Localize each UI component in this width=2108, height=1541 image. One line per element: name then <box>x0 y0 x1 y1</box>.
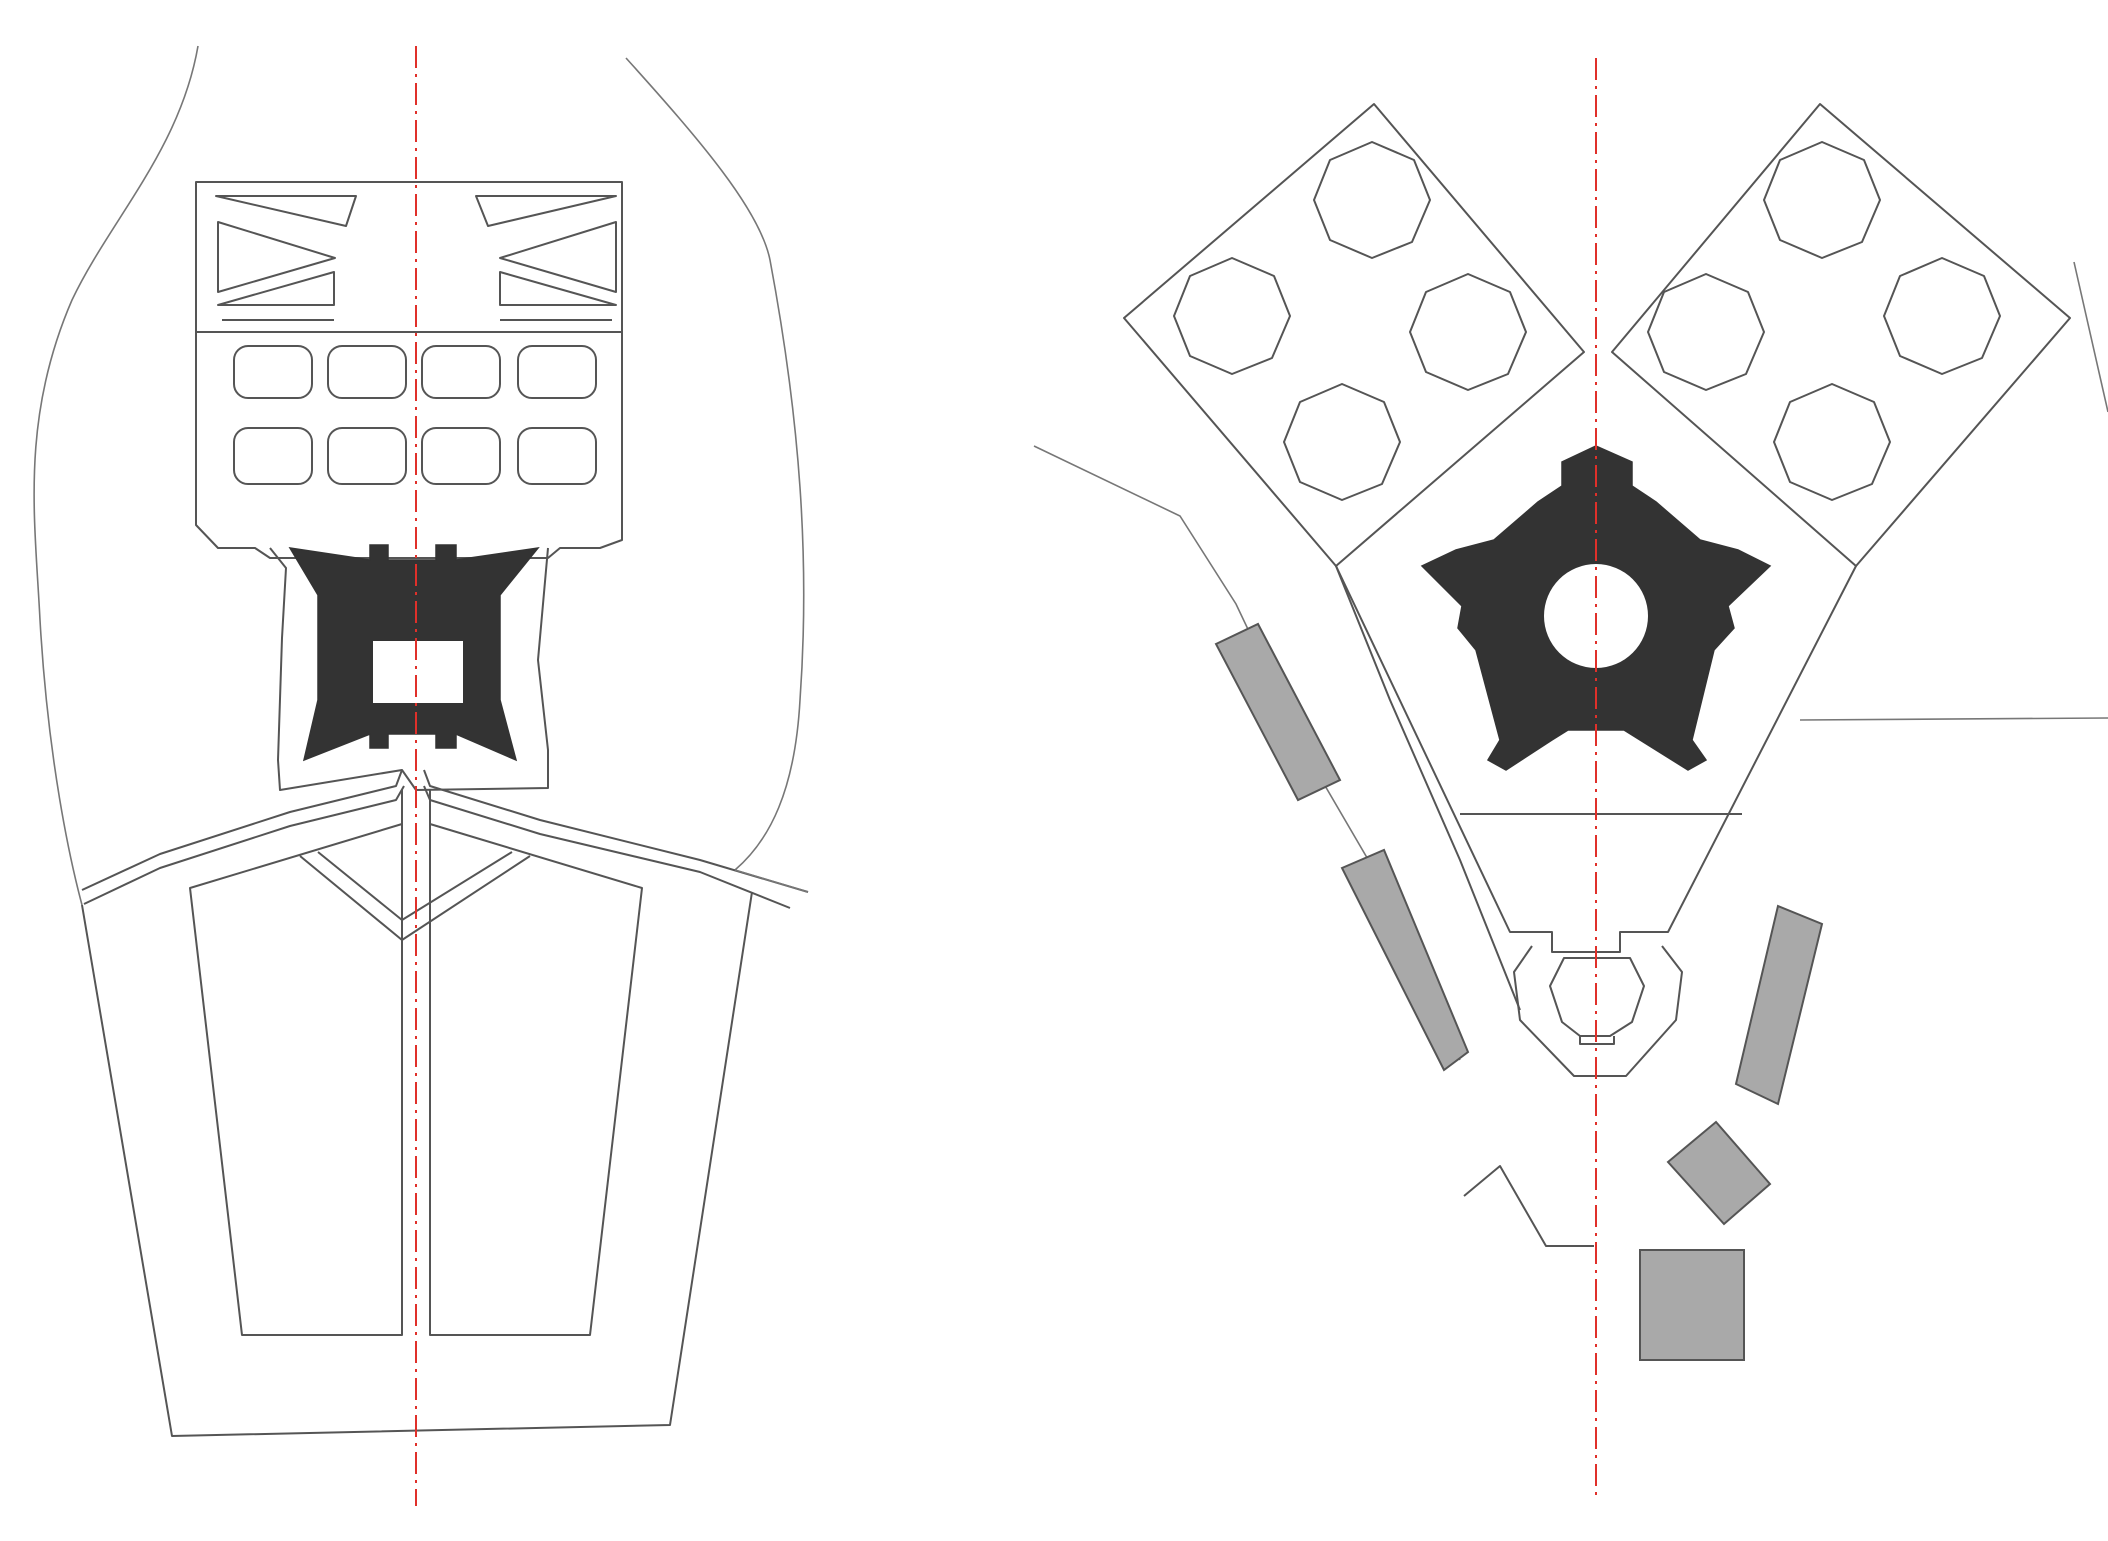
left-plan <box>33 45 809 1506</box>
octagon <box>1883 257 2001 375</box>
gate-structure <box>1513 945 1683 1077</box>
octagon <box>1773 383 1891 501</box>
octagon <box>1313 141 1431 259</box>
road-right-edge <box>1799 717 2108 721</box>
site-outline-left-bank <box>33 45 199 906</box>
room <box>421 345 501 399</box>
site-outline-right-bank <box>625 57 805 871</box>
path-left <box>81 769 403 891</box>
river-bank-right <box>734 869 809 893</box>
fort-courtyard <box>371 639 465 705</box>
bank-right <box>2073 261 2108 413</box>
hatched-building <box>1666 1120 1772 1226</box>
octagon <box>1763 141 1881 259</box>
hatched-building <box>1214 622 1342 802</box>
gate-core <box>1579 1036 1615 1045</box>
lower-site-boundary <box>81 891 753 1437</box>
room <box>517 427 597 485</box>
octagon-block-right <box>1611 103 2071 567</box>
octagon <box>1283 383 1401 501</box>
octagons-left <box>1173 141 1527 501</box>
octagon <box>1173 257 1291 375</box>
octagon <box>1409 273 1527 391</box>
room <box>421 427 501 485</box>
leader-path <box>1463 1165 1594 1247</box>
bay-left-1 <box>215 195 357 227</box>
funnel-outline <box>1335 565 1857 953</box>
path-right-inner <box>423 785 791 909</box>
courtyard-left <box>189 823 403 1336</box>
hatched-building <box>1340 848 1470 1072</box>
road-left-inner <box>1335 565 1521 1011</box>
bay-left-2 <box>217 221 336 293</box>
octagon <box>1647 273 1765 391</box>
hatched-building <box>1734 904 1824 1106</box>
bay-left-3 <box>217 271 335 306</box>
path-left-inner <box>83 785 405 905</box>
room <box>233 345 313 399</box>
barracks-rooms <box>233 345 597 485</box>
bay-right-2 <box>499 221 617 293</box>
barracks-block <box>195 181 623 559</box>
hatched-building <box>1639 1249 1745 1361</box>
octagons-right <box>1647 141 2001 501</box>
room <box>517 345 597 399</box>
right-plan <box>1033 58 2108 1500</box>
bay-right-1 <box>475 195 617 227</box>
bay-right-3 <box>499 271 617 306</box>
room <box>327 427 407 485</box>
octagon-block-left <box>1123 103 1585 567</box>
room <box>327 345 407 399</box>
gate-inner <box>1549 957 1645 1037</box>
room <box>233 427 313 485</box>
